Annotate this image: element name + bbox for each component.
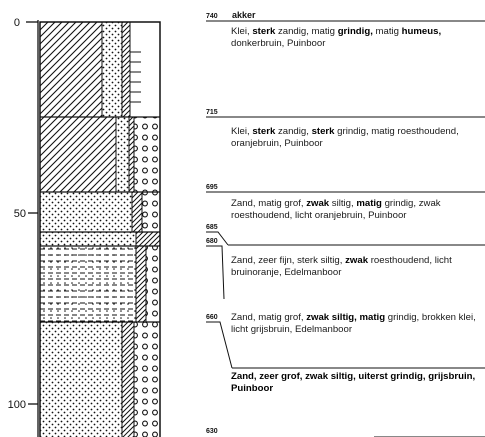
layer-code-630: 630 (206, 428, 218, 435)
description-segment: Zand, matig grof, (231, 312, 306, 323)
description-segment: sterk (252, 26, 275, 37)
depth-label-100: 100 (8, 399, 26, 411)
lithology-column (40, 22, 160, 437)
layer-code-680: 680 (206, 238, 218, 245)
layer-4 (40, 232, 160, 246)
description-segment: grindig, (338, 26, 373, 37)
description-segment: Zand, matig grof, (231, 198, 306, 209)
description-segment: Zand, zeer grof, zwak siltig, uiterst gr… (231, 371, 475, 394)
description-segment: zandig, matig (275, 26, 337, 37)
layer-code-695: 695 (206, 184, 218, 191)
description-segment: zwak (306, 198, 329, 209)
layer-code-660: 660 (206, 314, 218, 321)
description-segment: siltig, (329, 198, 356, 209)
description-segment: Klei, (231, 126, 252, 137)
layer-code-715: 715 (206, 109, 218, 116)
description-segment: humeus, (402, 26, 441, 37)
layer-2 (40, 117, 160, 192)
layer-1 (40, 22, 141, 117)
description-segment: sterk (252, 126, 275, 137)
depth-label-50: 50 (14, 208, 26, 220)
description-segment: donkerbruin, Puinboor (231, 38, 325, 49)
description-segment: sterk (312, 126, 335, 137)
layer-3 (40, 192, 160, 232)
depth-label-0: 0 (14, 17, 20, 29)
description-layer-2: Klei, sterk zandig, sterk grindig, matig… (231, 126, 483, 149)
landuse-label: akker (232, 10, 256, 20)
description-segment: matig (356, 198, 382, 209)
description-segment: Zand, zeer fijn, sterk siltig, (231, 255, 345, 266)
layer-code-740: 740 (206, 13, 218, 20)
description-segment: matig (373, 26, 402, 37)
description-segment: Klei, (231, 26, 252, 37)
description-segment: zwak siltig, matig (306, 312, 385, 323)
description-layer-3: Zand, matig grof, zwak siltig, matig gri… (231, 198, 483, 221)
depth-axis: 0 50 100 (8, 17, 38, 437)
description-layer-6: Zand, zeer grof, zwak siltig, uiterst gr… (231, 371, 483, 394)
description-layer-5: Zand, matig grof, zwak siltig, matig gri… (231, 312, 483, 335)
layer-code-685: 685 (206, 224, 218, 231)
description-layer-1: Klei, sterk zandig, matig grindig, matig… (231, 26, 483, 49)
description-segment: zandig, (275, 126, 311, 137)
description-segment: zwak (345, 255, 368, 266)
layer-6 (40, 322, 160, 437)
description-layer-4: Zand, zeer fijn, sterk siltig, zwak roes… (231, 255, 483, 278)
layer-5 (40, 246, 160, 322)
